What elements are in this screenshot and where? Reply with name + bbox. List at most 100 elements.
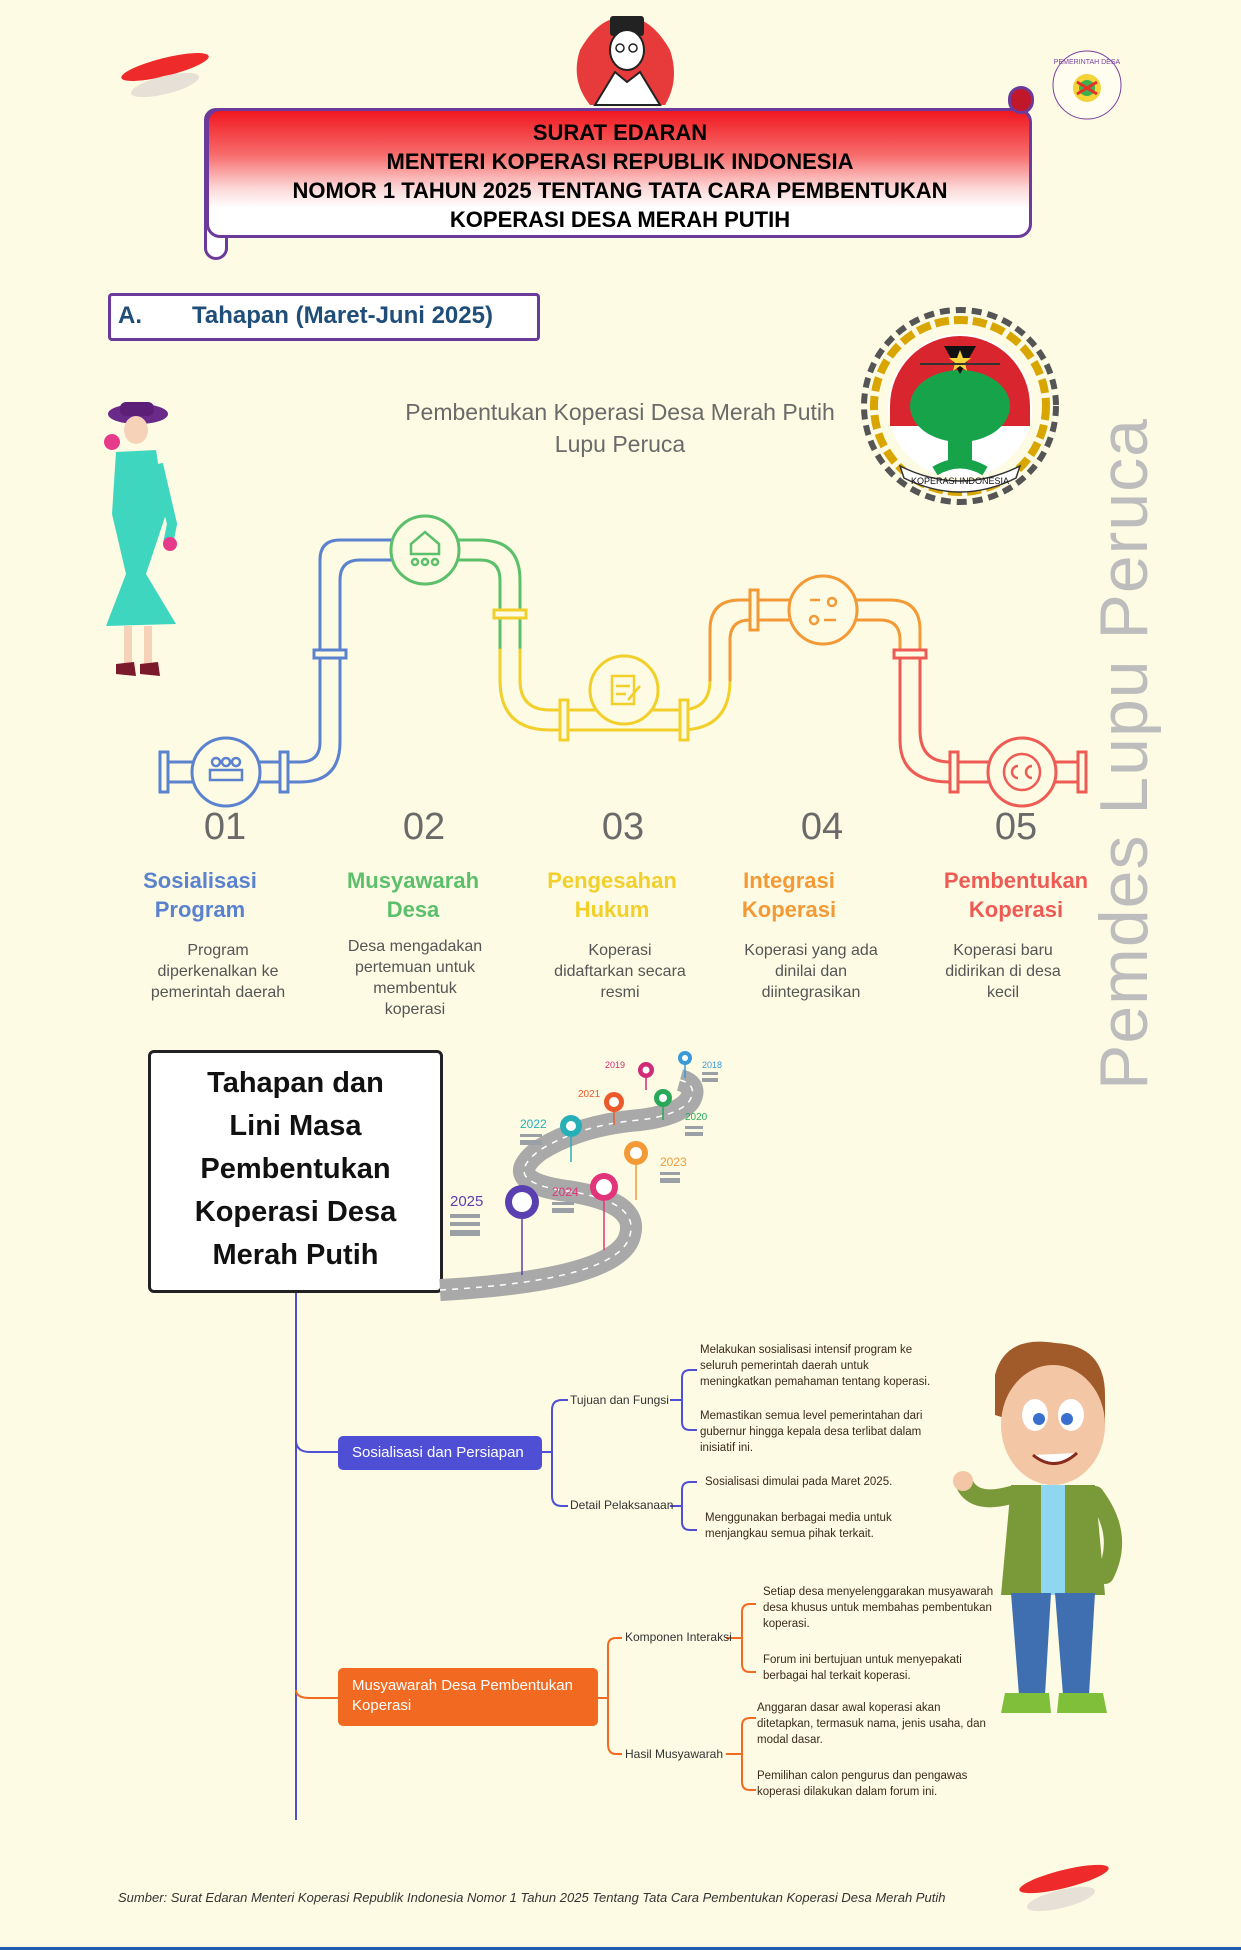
step-number-01: 01: [203, 806, 247, 848]
step-desc-01-line3: pemerintah daerah: [150, 984, 286, 1001]
leaf-line: Setiap desa menyelenggarakan musyawarah: [763, 1586, 994, 1598]
section-letter: A.: [118, 302, 142, 329]
timeline-marker-2019: [638, 1062, 654, 1090]
leaf-musyawarah-khusus: Setiap desa menyelenggarakan musyawarah …: [763, 1584, 993, 1632]
step-number-05: 05: [994, 806, 1038, 848]
leaf-line: meningkatkan pemahaman tentang koperasi.: [700, 1376, 931, 1388]
timeline-title-line2: Lini Masa: [229, 1110, 362, 1142]
leaf-anggaran-dasar: Anggaran dasar awal koperasi akan diteta…: [757, 1700, 986, 1748]
branch-hasil-musyawarah: Hasil Musyawarah: [625, 1747, 724, 1761]
woman-illustration: [104, 402, 178, 676]
mindmap-node-musyawarah-line1: Musyawarah Desa Pembentukan: [352, 1677, 573, 1694]
step-name-02-line1: Musyawarah: [346, 868, 480, 893]
timeline-title-line4: Koperasi Desa: [194, 1196, 397, 1228]
branch-komponen-interaksi: Komponen Interaksi: [625, 1630, 732, 1644]
mindmap-node-musyawarah-line2: Koperasi: [352, 1697, 412, 1714]
people-meeting-icon: [208, 756, 244, 782]
step-desc-05-line3: kecil: [986, 984, 1019, 1001]
header-title-line1: SURAT EDARAN: [532, 120, 708, 145]
step-desc-03-line2: didaftarkan secara: [554, 963, 686, 980]
step-icon-circle-01: [190, 736, 262, 808]
step-name-01-line2: Program: [154, 897, 246, 922]
step-desc-05-line2: didirikan di desa: [945, 963, 1061, 980]
founder-portrait-sketch: [576, 16, 674, 106]
pipeline-diagram-title: Pembentukan Koperasi Desa Merah Putih Lu…: [360, 396, 880, 460]
step-desc-02-line2: pertemuan untuk: [354, 959, 476, 976]
step-icon-circle-02: [389, 514, 461, 586]
step-desc-05-line1: Koperasi baru: [953, 942, 1053, 959]
leaf-line: seluruh pemerintah daerah untuk: [700, 1360, 869, 1372]
year-label-2018: 2018: [702, 1060, 722, 1070]
leaf-line: desa khusus untuk membahas pembentukan: [763, 1602, 992, 1614]
section-heading-box: [108, 293, 540, 341]
step-name-03-line1: Pengesahan: [547, 868, 677, 893]
pipeline-diagram: [158, 514, 1088, 808]
step-name-01-line1: Sosialisasi: [143, 868, 257, 893]
step-name-05-line1: Pembentukan: [943, 868, 1089, 893]
header-scroll-banner: [206, 108, 1032, 238]
pipe-segment-03: [518, 648, 712, 712]
pipeline-title-line1: Pembentukan Koperasi Desa Merah Putih: [405, 399, 835, 425]
leaf-line: koperasi dilakukan dalam forum ini.: [757, 1786, 938, 1798]
step-name-02-line2: Desa: [386, 897, 440, 922]
branch-detail-pelaksanaan: Detail Pelaksanaan: [570, 1498, 674, 1512]
timeline-title-line3: Pembentukan: [200, 1153, 391, 1185]
mindmap-node-sosialisasi-label: Sosialisasi dan Persiapan: [352, 1444, 524, 1461]
svg-text:PEMERINTAH DESA: PEMERINTAH DESA: [1054, 59, 1121, 66]
source-citation: Sumber: Surat Edaran Menteri Koperasi Re…: [118, 1890, 946, 1905]
year-label-2020: 2020: [685, 1112, 708, 1123]
step-desc-01-line2: diperkenalkan ke: [157, 963, 279, 980]
timeline-marker-2021: [604, 1092, 624, 1125]
leaf-line: Sosialisasi dimulai pada Maret 2025.: [705, 1476, 893, 1488]
leaf-berbagai-media: Menggunakan berbagai media untuk menjang…: [705, 1510, 892, 1542]
year-label-2023: 2023: [660, 1155, 687, 1169]
mindmap-node-sosialisasi: Sosialisasi dan Persiapan: [338, 1436, 542, 1470]
header-title-line2: MENTERI KOPERASI REPUBLIK INDONESIA: [386, 149, 854, 174]
year-label-2021: 2021: [578, 1089, 601, 1100]
leaf-line: koperasi.: [763, 1618, 810, 1630]
leaf-line: modal dasar.: [757, 1734, 823, 1746]
header-title-line3: NOMOR 1 TAHUN 2025 TENTANG TATA CARA PEM…: [292, 178, 948, 203]
integration-arrows-icon: [808, 596, 838, 626]
step-desc-01-line1: Program: [187, 942, 249, 959]
step-desc-03-line3: resmi: [600, 984, 640, 1001]
year-label-2022: 2022: [520, 1117, 547, 1131]
scroll-curl-right: [1008, 86, 1034, 114]
leaf-line: Menggunakan berbagai media untuk: [705, 1512, 892, 1524]
step-desc-04-line3: diintegrasikan: [761, 984, 861, 1001]
timeline-marker-2020: [654, 1089, 672, 1120]
step-number-02: 02: [402, 806, 446, 848]
mindmap-node-musyawarah: Musyawarah Desa Pembentukan Koperasi: [338, 1668, 598, 1726]
leaf-dimulai-maret: Sosialisasi dimulai pada Maret 2025.: [705, 1474, 892, 1490]
pipeline-title-line2: Lupu Peruca: [554, 431, 686, 457]
timeline-title-line5: Merah Putih: [212, 1239, 379, 1271]
step-desc-05: Koperasi baru didirikan di desa kecil: [918, 940, 1088, 1003]
leaf-line: Anggaran dasar awal koperasi akan: [757, 1702, 941, 1714]
leaf-level-pemerintahan: Memastikan semua level pemerintahan dari…: [700, 1408, 922, 1456]
step-desc-04-line1: Koperasi yang ada: [744, 942, 878, 959]
leaf-line: ditetapkan, termasuk nama, jenis usaha, …: [757, 1718, 986, 1730]
step-desc-01: Program diperkenalkan ke pemerintah daerah: [133, 940, 303, 1003]
step-icon-circle-04: [787, 574, 859, 646]
leaf-line: Memastikan semua level pemerintahan dari: [700, 1410, 923, 1422]
section-title: Tahapan (Maret-Juni 2025): [192, 302, 493, 329]
boy-illustration: [953, 1341, 1122, 1713]
step-name-04-line2: Koperasi: [741, 897, 837, 922]
step-icon-circle-05: [986, 736, 1058, 808]
step-desc-04-line2: dinilai dan: [774, 963, 848, 980]
timeline-title: Tahapan dan Lini Masa Pembentukan Kopera…: [148, 1062, 443, 1277]
leaf-pemilihan-pengurus: Pemilihan calon pengurus dan pengawas ko…: [757, 1768, 967, 1800]
timeline-marker-2025: [505, 1185, 539, 1275]
header-title-line4: KOPERASI DESA MERAH PUTIH: [449, 207, 791, 232]
year-label-2024: 2024: [552, 1185, 579, 1199]
pipe-segment-02: [418, 538, 522, 652]
step-name-04-line1: Integrasi: [743, 868, 835, 893]
leaf-forum-menyepakati: Forum ini bertujuan untuk menyepakati be…: [763, 1652, 962, 1684]
timeline-marker-2024: [590, 1173, 618, 1250]
